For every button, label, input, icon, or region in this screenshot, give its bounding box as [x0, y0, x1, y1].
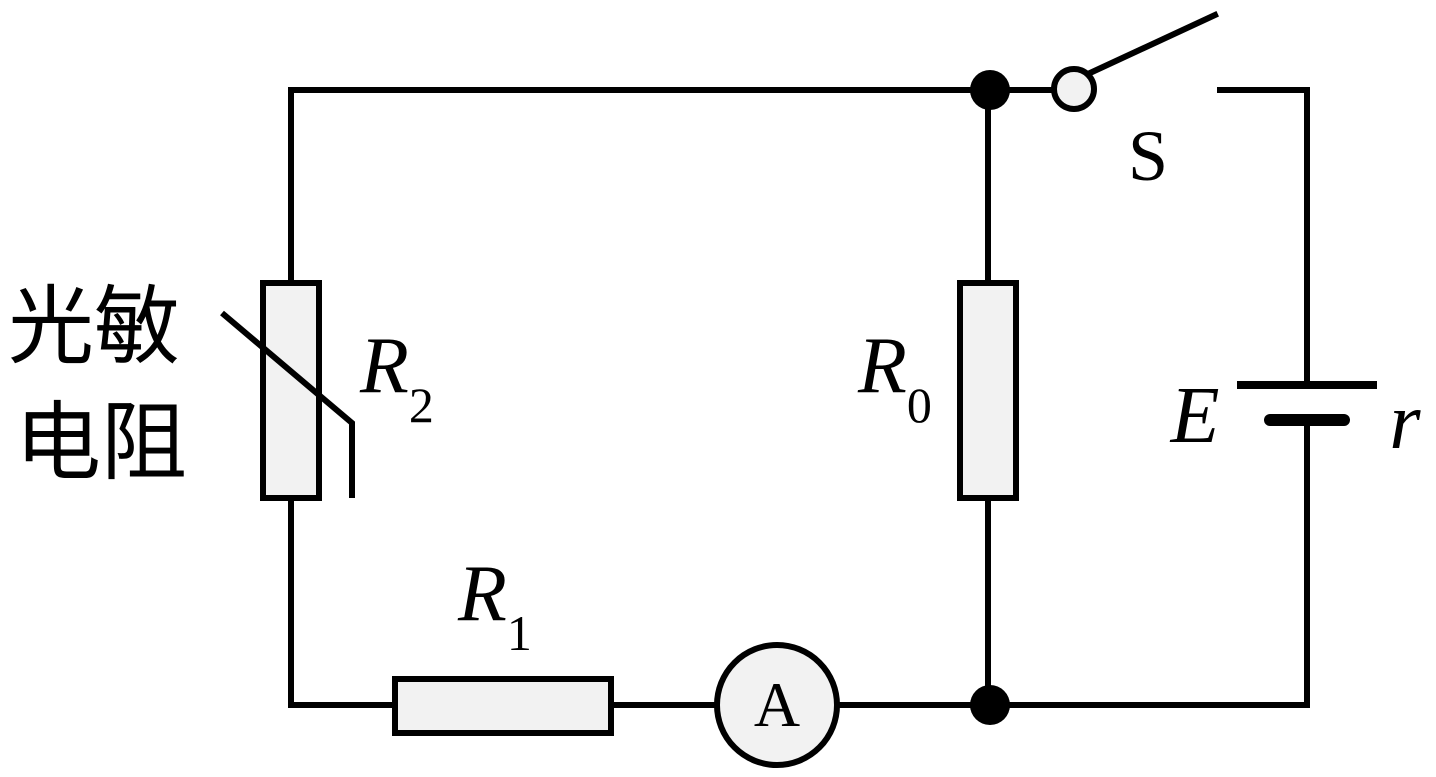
wires	[288, 87, 1310, 708]
switch-s: S	[1051, 11, 1219, 196]
junction-node-top	[970, 70, 1010, 110]
switch-label: S	[1128, 116, 1168, 196]
r0-subscript: 0	[907, 377, 932, 433]
r0-symbol: R	[857, 322, 907, 410]
photoresistor-arrow	[220, 310, 355, 498]
r2-symbol: R	[359, 322, 409, 410]
r2-subscript: 2	[409, 377, 434, 433]
battery-emf-label: E	[1170, 372, 1220, 460]
r0-label: R0	[857, 322, 932, 433]
r1-label: R1	[457, 550, 532, 661]
photoresistor-caption-line1: 光敏	[8, 277, 180, 377]
r2-label: R2	[359, 322, 434, 433]
ammeter-circle	[714, 642, 840, 768]
photoresistor-r2	[220, 280, 355, 501]
ammeter-label: A	[754, 669, 800, 740]
switch-pivot	[1051, 66, 1097, 112]
ammeter: A	[714, 642, 840, 768]
photoresistor-caption-line2: 电阻	[15, 393, 187, 493]
battery: E r	[1170, 372, 1422, 466]
battery-internal-resistance-label: r	[1389, 378, 1421, 466]
switch-lever	[1086, 11, 1219, 77]
resistor-r1	[392, 676, 614, 736]
resistor-r0	[957, 280, 1019, 501]
r1-symbol: R	[457, 550, 507, 638]
r1-subscript: 1	[507, 605, 532, 661]
junction-node-bottom	[970, 685, 1010, 725]
